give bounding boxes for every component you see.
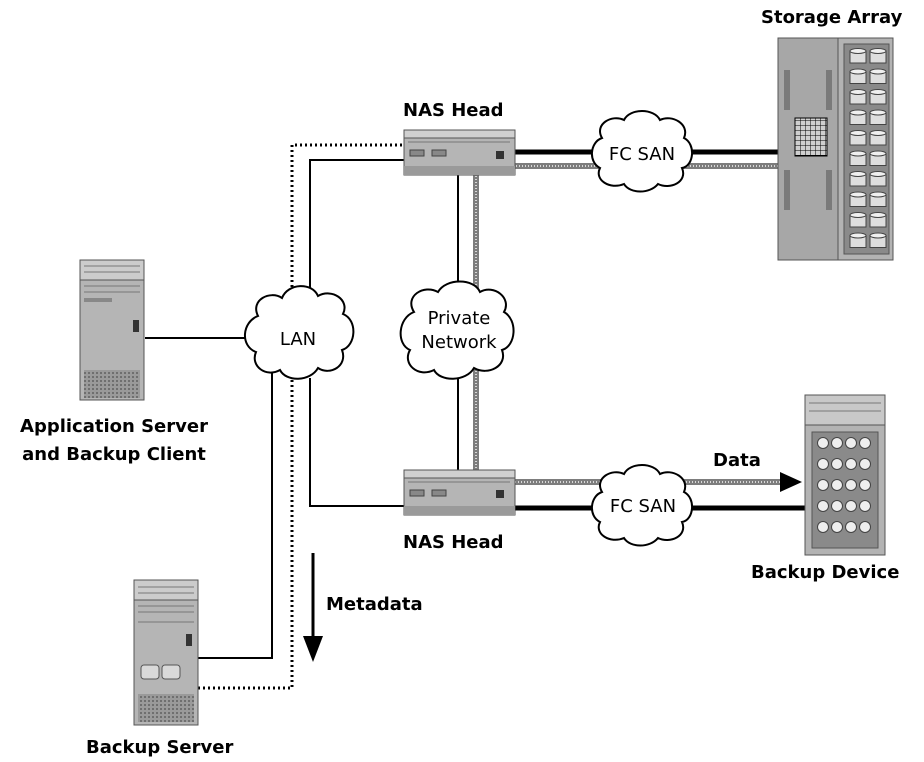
disk-drive-icon	[869, 48, 887, 64]
fc-san-top-label: FC SAN	[609, 144, 675, 165]
tape-cartridge-icon	[845, 437, 857, 449]
tape-cartridge-icon	[817, 500, 829, 512]
fc-san-cloud-top: FC SAN	[591, 110, 693, 193]
tape-cartridge-icon	[845, 458, 857, 470]
disk-drive-icon	[849, 48, 867, 64]
lan-cloud: LAN	[244, 285, 355, 380]
disk-drive-icon	[869, 89, 887, 105]
disk-drive-icon	[849, 130, 867, 146]
lan-cloud-label: LAN	[280, 329, 316, 350]
backup-device-tape-slots	[817, 437, 871, 533]
private-network-cloud: Private Network	[399, 280, 515, 380]
disk-drive-icon	[869, 191, 887, 207]
private-network-label-line1: Private	[428, 308, 491, 329]
nas-head-top-device	[403, 129, 516, 176]
data-arrowhead	[780, 472, 802, 492]
lan-wiring	[145, 159, 459, 659]
backup-server-label: Backup Server	[86, 737, 234, 758]
tape-cartridge-icon	[845, 500, 857, 512]
fc-san-bottom-label: FC SAN	[610, 496, 676, 517]
tape-cartridge-icon	[859, 458, 871, 470]
metadata-path	[198, 143, 403, 690]
disk-drive-icon	[849, 232, 867, 248]
tape-cartridge-icon	[831, 521, 843, 533]
tape-cartridge-icon	[831, 479, 843, 491]
disk-drive-icon	[849, 212, 867, 228]
nas-head-top-label: NAS Head	[403, 100, 504, 121]
tape-cartridge-icon	[859, 437, 871, 449]
storage-array-disks	[849, 48, 887, 248]
metadata-label: Metadata	[326, 594, 423, 615]
data-label: Data	[713, 450, 761, 471]
nas-head-bottom-label: NAS Head	[403, 532, 504, 553]
data-path	[473, 163, 802, 492]
disk-drive-icon	[869, 109, 887, 125]
private-network-label-line2: Network	[421, 332, 497, 353]
disk-drive-icon	[869, 130, 887, 146]
tape-cartridge-icon	[859, 500, 871, 512]
application-server-label-line2: and Backup Client	[22, 444, 206, 465]
disk-drive-icon	[849, 171, 867, 187]
application-server-label-line1: Application Server	[20, 416, 208, 437]
disk-drive-icon	[849, 150, 867, 166]
backup-server-device	[133, 579, 199, 726]
tape-cartridge-icon	[831, 500, 843, 512]
tape-cartridge-icon	[831, 458, 843, 470]
nas-head-bottom-device	[403, 469, 516, 516]
tape-cartridge-icon	[845, 521, 857, 533]
backup-device-device	[804, 394, 886, 556]
tape-cartridge-icon	[817, 437, 829, 449]
tape-cartridge-icon	[859, 521, 871, 533]
fc-san-cloud-bottom: FC SAN	[591, 464, 693, 547]
tape-cartridge-icon	[831, 437, 843, 449]
metadata-arrow	[303, 553, 323, 662]
disk-drive-icon	[849, 89, 867, 105]
disk-drive-icon	[849, 191, 867, 207]
tape-cartridge-icon	[859, 479, 871, 491]
disk-drive-icon	[869, 171, 887, 187]
disk-drive-icon	[869, 68, 887, 84]
disk-drive-icon	[869, 212, 887, 228]
tape-cartridge-icon	[817, 521, 829, 533]
disk-drive-icon	[869, 150, 887, 166]
tape-cartridge-icon	[817, 479, 829, 491]
disk-drive-icon	[849, 109, 867, 125]
backup-device-label: Backup Device	[751, 562, 900, 583]
application-server-device	[79, 259, 145, 401]
fc-san-links	[515, 149, 805, 511]
disk-drive-icon	[849, 68, 867, 84]
tape-cartridge-icon	[845, 479, 857, 491]
disk-drive-icon	[869, 232, 887, 248]
tape-cartridge-icon	[817, 458, 829, 470]
storage-array-label: Storage Array	[761, 7, 903, 28]
